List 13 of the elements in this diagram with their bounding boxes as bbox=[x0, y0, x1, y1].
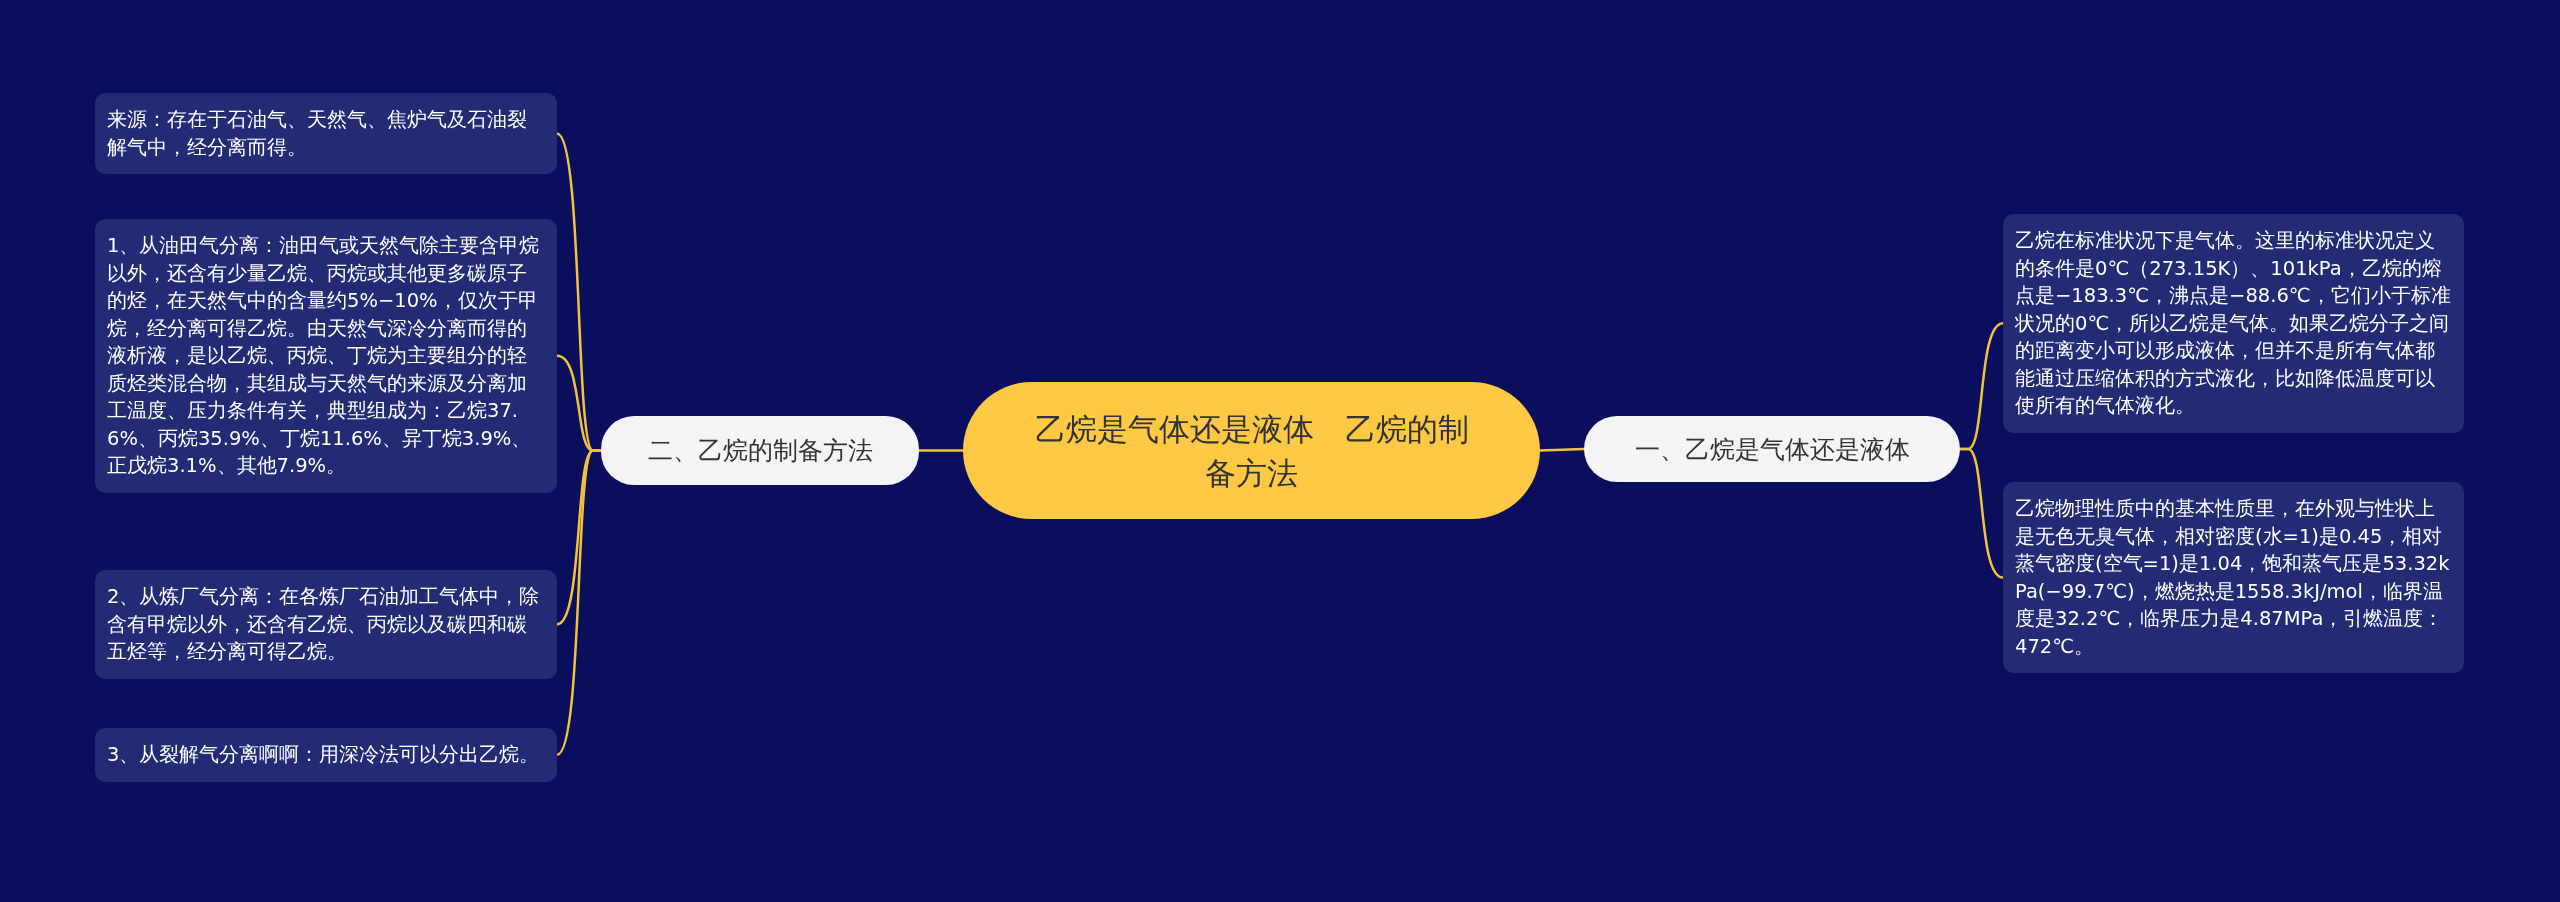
topic-pill: 乙烷是气体还是液体 乙烷的制备方法 bbox=[963, 382, 1540, 519]
connector-line bbox=[1960, 447, 2004, 579]
branch-pill: 二、乙烷的制备方法 bbox=[601, 416, 919, 485]
connector-line bbox=[1539, 447, 1585, 452]
note-box: 2、从炼厂气分离：在各炼厂石油加工气体中，除含有甲烷以外，还含有乙烷、丙烷以及碳四和碳五烃等，经分离可得乙烷。 bbox=[95, 570, 557, 679]
connector-line bbox=[919, 449, 963, 452]
note-box: 3、从裂解气分离啊啊：用深冷法可以分出乙烷。 bbox=[95, 728, 557, 782]
note-box: 1、从油田气分离：油田气或天然气除主要含甲烷以外，还含有少量乙烷、丙烷或其他更多碳原子的烃，在天然气中的含量约5%−10%，仅次于甲烷，经分离可得乙烷。由天然气深冷分离而得的液析液，是以乙烷、丙烷、丁烷为主要组分的轻质烃类混合物，其组成与天然气的来源及分离加工温度、压力条件有关，典型组成为：乙烷37.6%、丙烷35.9%、丁烷11.6%、异丁烷3.9%、正戊烷3.1%、其他7.9%。 bbox=[95, 219, 557, 493]
branch-pill: 一、乙烷是气体还是液体 bbox=[1584, 416, 1960, 482]
note-box: 乙烷物理性质中的基本性质里，在外观与性状上是无色无臭气体，相对密度(水=1)是0.45，相对蒸气密度(空气=1)是1.04，饱和蒸气压是53.32kPa(−99.7℃)，燃烧热是1558.3kJ/mol，临界温度是32.2℃，临界压力是4.87MPa，引燃温度：472℃。 bbox=[2003, 482, 2464, 673]
connector-line bbox=[556, 449, 601, 756]
note-box: 乙烷在标准状况下是气体。这里的标准状况定义的条件是0℃（273.15K）、101kPa，乙烷的熔点是−183.3℃，沸点是−88.6℃，它们小于标准状况的0℃，所以乙烷是气体。如果乙烷分子之间的距离变小可以形成液体，但并不是所有气体都能通过压缩体积的方式液化，比如降低温度可以使所有的气体液化。 bbox=[2003, 214, 2464, 433]
note-box: 来源：存在于石油气、天然气、焦炉气及石油裂解气中，经分离而得。 bbox=[95, 93, 557, 174]
